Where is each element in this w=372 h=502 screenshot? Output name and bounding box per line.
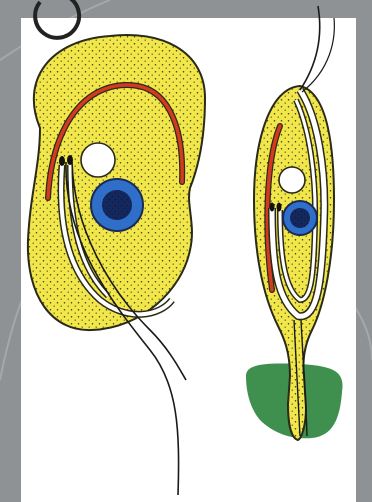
right-basal-body	[277, 203, 282, 212]
left-basal-body	[67, 155, 73, 165]
right-vacuole	[279, 167, 305, 193]
right-basal-body	[270, 203, 275, 212]
left-nucleolus-texture	[102, 190, 132, 220]
left-vacuole	[81, 143, 115, 177]
left-basal-body	[59, 156, 65, 166]
right-nucleolus-texture	[290, 208, 310, 228]
